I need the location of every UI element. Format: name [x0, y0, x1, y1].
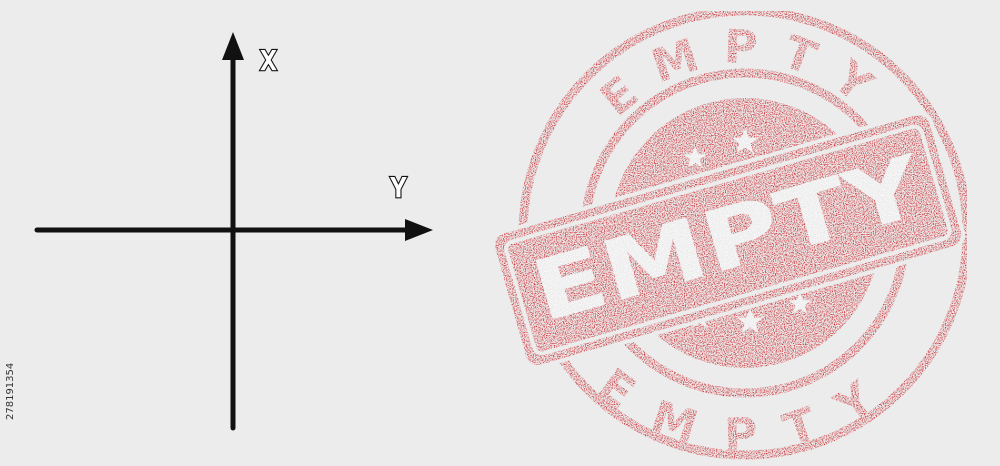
rubber-stamp: EMPTY EMPTY EMPTY — [490, 6, 972, 463]
stamp-ring-text-bottom: EMPTY — [588, 358, 902, 463]
cartesian-axes-icon: X Y — [34, 32, 433, 431]
star-icon — [788, 292, 812, 314]
horizontal-axis-label: Y — [390, 171, 407, 204]
star-icon — [736, 308, 764, 333]
vertical-axis-label: X — [260, 44, 277, 77]
stamp-banner-frame — [490, 111, 966, 369]
star-icon — [683, 146, 707, 168]
side-id-text: 278191354 — [5, 363, 16, 420]
horizontal-axis-arrowhead — [405, 219, 433, 241]
star-icon — [731, 128, 759, 153]
stamp-ring-text-bottom-path: EMPTY — [588, 358, 880, 463]
vertical-axis-arrowhead — [222, 32, 244, 60]
stamp-banner: EMPTY — [490, 111, 966, 369]
stamp-banner-inner-border — [504, 124, 952, 356]
